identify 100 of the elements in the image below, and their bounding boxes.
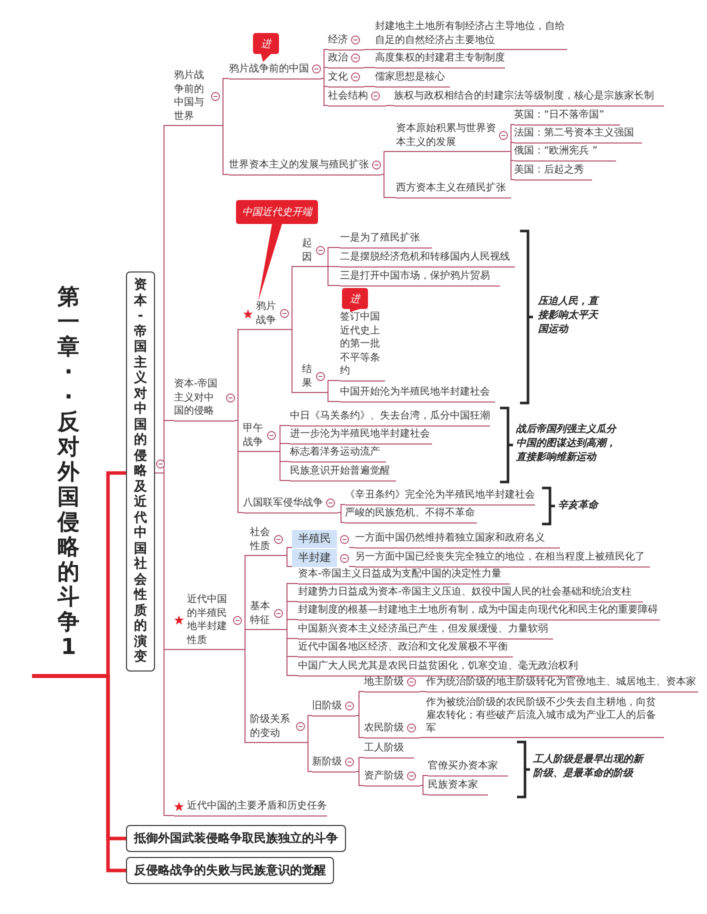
topic-node bbox=[364, 722, 420, 738]
topic-label: 标志着洋务运动流产 bbox=[290, 446, 386, 462]
topic-label: 鸦片战争 bbox=[256, 300, 277, 327]
connector-line bbox=[304, 742, 312, 772]
topic-label: 作为统治阶级的地主阶级转化为官僚地主、城居地主、资本家 bbox=[426, 676, 698, 692]
section-box: 资本-帝国主义对中国的侵略及近代中国社会性质的演变 bbox=[126, 272, 155, 671]
section-box: 反侵略战争的失败与民族意识的觉醒 bbox=[126, 857, 334, 884]
connector-line bbox=[420, 775, 428, 786]
connector-line bbox=[364, 67, 376, 68]
topic-node bbox=[250, 600, 284, 630]
topic-label: 社会结构 bbox=[328, 90, 368, 103]
topic-label: 英国：“日不落帝国” bbox=[514, 108, 620, 125]
connector-line bbox=[338, 504, 346, 513]
connector-line bbox=[220, 78, 230, 126]
topic-node bbox=[243, 496, 338, 513]
topic-label: 八国联军侵华战争 bbox=[243, 496, 323, 510]
topic-label: 法国：第二号资本主义强国 bbox=[514, 126, 642, 143]
topic-label: 世界资本主义的发展与殖民扩张 bbox=[229, 158, 369, 172]
topic-label: 中国开始沦为半殖民地半封建社会 bbox=[340, 386, 495, 402]
connector-line bbox=[105, 674, 126, 872]
connector-line bbox=[420, 785, 428, 795]
connector-line bbox=[284, 619, 298, 630]
callout-bubble: 进 bbox=[342, 288, 368, 312]
connector-line bbox=[242, 629, 250, 650]
topic-label: 近代中国的半殖民地半封建性质 bbox=[187, 593, 228, 647]
topic-node bbox=[364, 770, 420, 786]
bracket-note: 工人阶级是最早出现的新阶级、是最革命的阶级 bbox=[533, 753, 646, 781]
connector-line bbox=[234, 420, 244, 513]
highlight-tag: 半殖民 bbox=[292, 530, 337, 548]
connector-line bbox=[324, 266, 340, 286]
topic-label: 资本-帝国主义对中国的侵略 bbox=[174, 378, 219, 418]
topic-node bbox=[302, 237, 325, 267]
topic-label: 一是为了殖民扩张 bbox=[340, 232, 432, 248]
connector-line bbox=[356, 757, 364, 772]
topic-label: 封建制度的根基—封建地主土地所有制，成为中国走向现代化和民主化的重要障碍 bbox=[298, 604, 660, 620]
topic-node bbox=[174, 69, 220, 126]
connector-line bbox=[284, 547, 292, 556]
topic-label: 西方资本主义在殖民扩张 bbox=[396, 182, 511, 198]
connector-line bbox=[288, 266, 302, 330]
connector-line bbox=[276, 451, 290, 481]
topic-node bbox=[328, 70, 364, 87]
topic-label: 基本特征 bbox=[250, 600, 271, 627]
connector-line bbox=[234, 329, 244, 421]
topic-label: 近代中国各地区经济、政治和文化发展极不平衡 bbox=[298, 640, 513, 657]
topic-node bbox=[229, 62, 321, 79]
topic-label: 旧阶级 bbox=[312, 700, 342, 713]
topic-label: 资本原始积累与世界资本主义的发展 bbox=[396, 122, 496, 149]
topic-node bbox=[250, 713, 305, 743]
topic-label: 起因 bbox=[302, 237, 313, 264]
connector-line bbox=[420, 737, 426, 738]
connector-line bbox=[356, 715, 364, 738]
topic-label: 文化 bbox=[328, 70, 348, 84]
connector-line bbox=[242, 649, 250, 743]
topic-label: 族权与政权相结合的封建宗法等级制度，核心是宗族家长制 bbox=[394, 90, 664, 106]
connector-line bbox=[348, 547, 356, 548]
connector-line bbox=[324, 380, 340, 393]
topic-label: 封建地主土地所有制经济占主导地位，自给自足的自然经济占主要地位 bbox=[375, 20, 567, 50]
connector-line bbox=[380, 174, 396, 198]
topic-node bbox=[328, 90, 386, 106]
topic-label: 资产阶级 bbox=[364, 770, 404, 783]
topic-label: 农民阶级 bbox=[364, 722, 404, 735]
topic-label: 经济 bbox=[328, 34, 348, 47]
connector-line bbox=[324, 247, 340, 267]
topic-label: 中日《马关条约》、失去台湾，瓜分中国狂潮 bbox=[290, 410, 490, 426]
topic-label: 中国新兴资本主义经济虽已产生，但发展缓慢、力量软弱 bbox=[298, 622, 553, 639]
topic-label: 中国广大人民尤其是农民日益贫困化，饥寒交迫、毫无政治权利 bbox=[298, 660, 583, 676]
topic-node bbox=[174, 378, 235, 421]
topic-node bbox=[243, 300, 289, 330]
topic-label: 另一方面中国已经丧失完全独立的地位，在相当程度上被殖民化了 bbox=[355, 550, 650, 567]
topic-label: 地主阶级 bbox=[364, 676, 404, 689]
topic-label: 近代中国的主要矛盾和历史任务 bbox=[187, 800, 327, 813]
connector-line bbox=[276, 443, 290, 452]
connector-line bbox=[320, 67, 328, 79]
topic-label: 美国：后起之秀 bbox=[514, 164, 592, 180]
connector-line bbox=[508, 142, 514, 152]
connector-line bbox=[356, 771, 364, 786]
section-box: 抵御外国武装侵略争取民族独立的斗争 bbox=[126, 825, 346, 852]
bracket-note: 压迫人民，直接影响太平天国运动 bbox=[538, 295, 600, 337]
topic-label: 《辛丑条约》完全沦为半殖民地半封建社会 bbox=[345, 488, 535, 505]
topic-node bbox=[174, 800, 327, 816]
connector-line bbox=[508, 151, 514, 180]
connector-line bbox=[220, 125, 230, 175]
topic-node bbox=[312, 700, 356, 716]
topic-node bbox=[302, 363, 325, 393]
topic-label: 民族资本家 bbox=[428, 778, 488, 795]
connector-line bbox=[288, 329, 302, 393]
connector-line bbox=[348, 566, 356, 567]
topic-label: 工人阶级 bbox=[364, 742, 414, 758]
topic-node bbox=[396, 122, 508, 152]
topic-label: 三是打开中国市场，保护鸦片贸易 bbox=[340, 270, 500, 286]
topic-label: 甲午战争 bbox=[243, 422, 264, 449]
topic-node bbox=[364, 676, 420, 692]
topic-node bbox=[250, 526, 284, 556]
connector-line bbox=[386, 105, 394, 106]
topic-label: 新阶级 bbox=[312, 756, 342, 769]
topic-label: 高度集权的封建君主专制制度 bbox=[375, 52, 505, 68]
topic-node bbox=[312, 756, 356, 772]
topic-label: 资本-帝国主义日益成为支配中国的决定性力量 bbox=[298, 568, 510, 584]
topic-label: 进一步沦为半殖民地半封建社会 bbox=[290, 428, 432, 444]
topic-label: 政治 bbox=[328, 52, 348, 65]
